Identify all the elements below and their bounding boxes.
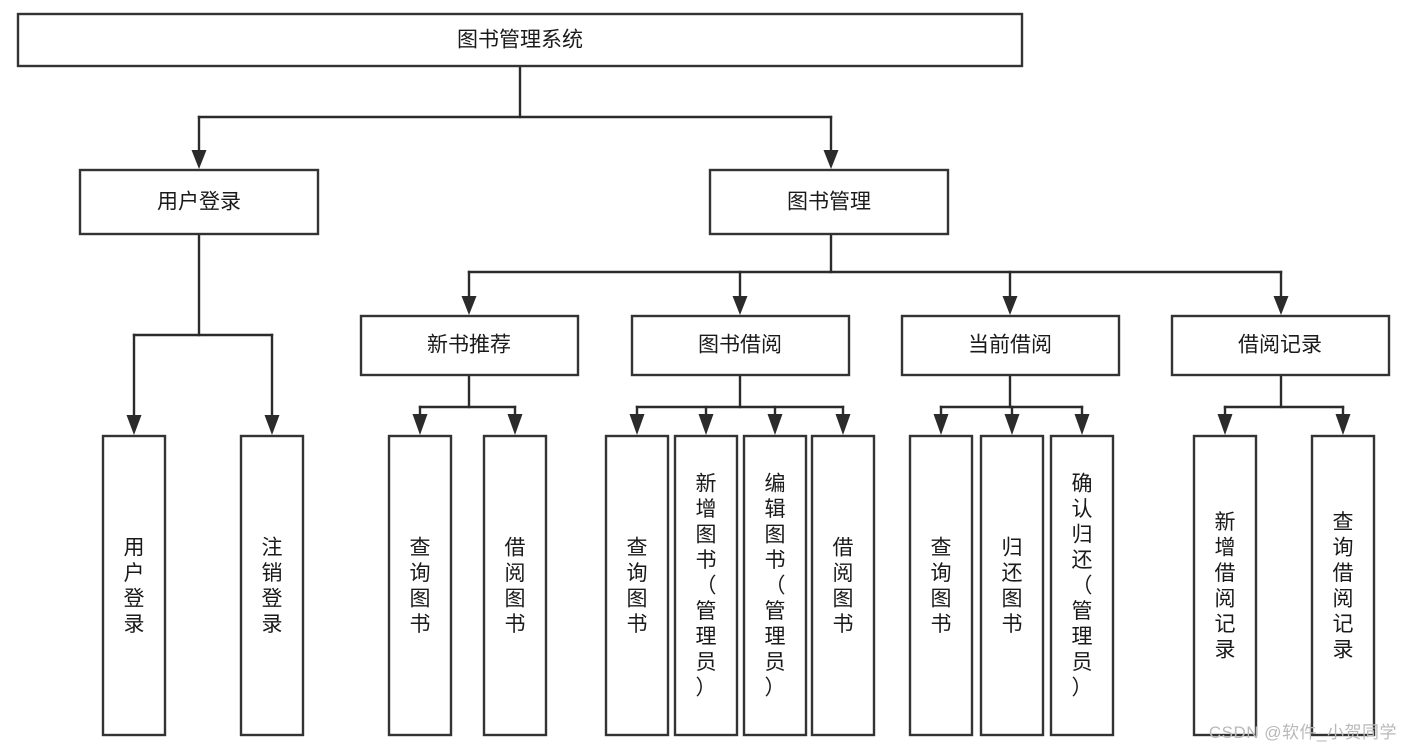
connector-group-book-borrow bbox=[629, 373, 851, 435]
connector-group-current-borrow bbox=[933, 373, 1090, 435]
arrowhead-leaf-borrow-book-2 bbox=[835, 414, 851, 435]
node-current-borrow[interactable]: 当前借阅 bbox=[900, 314, 1121, 377]
connector-group-book-manage bbox=[461, 232, 1289, 315]
node-book-manage[interactable]: 图书管理 bbox=[708, 168, 950, 236]
arrowhead-leaf-logout-login bbox=[264, 415, 280, 435]
arrowhead-leaf-return-book bbox=[1004, 414, 1020, 435]
node-leaf-add-record-label: 新增借阅记录 bbox=[1215, 511, 1236, 662]
node-leaf-add-record[interactable]: 新增借阅记录 bbox=[1192, 434, 1258, 737]
node-leaf-borrow-book-2[interactable]: 借阅图书 bbox=[810, 434, 876, 737]
node-leaf-logout-login-label: 注销登录 bbox=[262, 536, 283, 636]
node-leaf-query-book-1-label: 查询图书 bbox=[410, 536, 431, 636]
node-borrow-record-label: 借阅记录 bbox=[1238, 334, 1322, 357]
node-leaf-user-login-box[interactable] bbox=[101, 434, 167, 737]
arrowhead-book-manage bbox=[823, 150, 839, 169]
arrowhead-leaf-user-login bbox=[126, 415, 142, 435]
node-leaf-query-book-1[interactable]: 查询图书 bbox=[387, 434, 453, 737]
node-user-login-label: 用户登录 bbox=[157, 191, 241, 214]
arrowhead-current-borrow bbox=[1002, 296, 1018, 315]
node-root[interactable]: 图书管理系统 bbox=[16, 12, 1024, 68]
connector-group-new-book-recommend bbox=[412, 373, 523, 435]
node-leaf-user-login[interactable]: 用户登录 bbox=[101, 434, 167, 737]
node-leaf-query-record-label: 查询借阅记录 bbox=[1333, 511, 1354, 662]
node-leaf-add-book[interactable]: 新增图书（管理员） bbox=[673, 434, 739, 737]
node-new-book-recommend-label: 新书推荐 bbox=[427, 334, 511, 357]
arrowhead-book-borrow bbox=[732, 296, 748, 315]
arrowhead-leaf-add-record bbox=[1217, 414, 1233, 435]
node-leaf-user-login-label: 用户登录 bbox=[124, 536, 145, 636]
node-leaf-query-book-2-label: 查询图书 bbox=[627, 536, 648, 636]
arrowhead-leaf-confirm-return bbox=[1074, 414, 1090, 435]
node-leaf-logout-login[interactable]: 注销登录 bbox=[239, 434, 305, 737]
arrowhead-user-login bbox=[191, 150, 207, 169]
connector-group-root bbox=[191, 64, 839, 169]
node-leaf-confirm-return-label: 确认归还（管理员） bbox=[1072, 473, 1093, 700]
connector-group-user-login bbox=[126, 232, 280, 435]
node-leaf-return-book[interactable]: 归还图书 bbox=[979, 434, 1045, 737]
node-root-box[interactable] bbox=[16, 12, 1024, 68]
node-leaf-query-book-3[interactable]: 查询图书 bbox=[908, 434, 974, 737]
node-book-manage-box[interactable] bbox=[708, 168, 950, 236]
arrowhead-new-book-recommend bbox=[461, 296, 477, 315]
node-book-borrow-box[interactable] bbox=[630, 314, 851, 377]
arrowhead-leaf-query-book-3 bbox=[933, 414, 949, 435]
node-book-manage-label: 图书管理 bbox=[787, 191, 871, 214]
node-root-label: 图书管理系统 bbox=[457, 29, 583, 52]
node-leaf-edit-book[interactable]: 编辑图书（管理员） bbox=[742, 434, 808, 737]
node-leaf-borrow-book-1[interactable]: 借阅图书 bbox=[482, 434, 548, 737]
node-leaf-edit-book-box[interactable] bbox=[742, 434, 808, 737]
node-current-borrow-label: 当前借阅 bbox=[968, 334, 1052, 357]
node-leaf-query-book-3-label: 查询图书 bbox=[931, 536, 952, 636]
node-borrow-record-box[interactable] bbox=[1170, 314, 1391, 377]
node-new-book-recommend-box[interactable] bbox=[359, 314, 580, 377]
node-current-borrow-box[interactable] bbox=[900, 314, 1121, 377]
node-leaf-borrow-book-2-box[interactable] bbox=[810, 434, 876, 737]
node-book-borrow[interactable]: 图书借阅 bbox=[630, 314, 851, 377]
node-leaf-query-book-2[interactable]: 查询图书 bbox=[604, 434, 670, 737]
node-user-login[interactable]: 用户登录 bbox=[78, 168, 320, 236]
node-leaf-return-book-label: 归还图书 bbox=[1002, 536, 1023, 636]
node-leaf-borrow-book-2-label: 借阅图书 bbox=[833, 536, 854, 636]
arrowhead-leaf-query-book-1 bbox=[412, 414, 428, 435]
connector-group-borrow-record bbox=[1217, 373, 1351, 435]
node-leaf-query-book-3-box[interactable] bbox=[908, 434, 974, 737]
node-borrow-record[interactable]: 借阅记录 bbox=[1170, 314, 1391, 377]
node-book-borrow-label: 图书借阅 bbox=[698, 334, 782, 357]
arrowhead-leaf-add-book bbox=[698, 414, 714, 435]
node-leaf-query-record[interactable]: 查询借阅记录 bbox=[1310, 434, 1376, 737]
node-new-book-recommend[interactable]: 新书推荐 bbox=[359, 314, 580, 377]
node-leaf-confirm-return[interactable]: 确认归还（管理员） bbox=[1049, 434, 1115, 737]
arrowhead-leaf-query-record bbox=[1335, 414, 1351, 435]
node-leaf-return-book-box[interactable] bbox=[979, 434, 1045, 737]
node-leaf-add-book-box[interactable] bbox=[673, 434, 739, 737]
node-leaf-borrow-book-1-label: 借阅图书 bbox=[505, 536, 526, 636]
node-leaf-edit-book-label: 编辑图书（管理员） bbox=[765, 473, 786, 700]
node-user-login-box[interactable] bbox=[78, 168, 320, 236]
node-leaf-query-record-box[interactable] bbox=[1310, 434, 1376, 737]
arrowhead-leaf-query-book-2 bbox=[629, 414, 645, 435]
arrowhead-leaf-borrow-book-1 bbox=[507, 414, 523, 435]
arrowhead-leaf-edit-book bbox=[767, 414, 783, 435]
node-leaf-add-book-label: 新增图书（管理员） bbox=[696, 473, 717, 700]
node-leaf-add-record-box[interactable] bbox=[1192, 434, 1258, 737]
node-leaf-query-book-1-box[interactable] bbox=[387, 434, 453, 737]
node-leaf-query-book-2-box[interactable] bbox=[604, 434, 670, 737]
arrowhead-borrow-record bbox=[1273, 296, 1289, 315]
node-leaf-confirm-return-box[interactable] bbox=[1049, 434, 1115, 737]
node-leaf-borrow-book-1-box[interactable] bbox=[482, 434, 548, 737]
node-leaf-logout-login-box[interactable] bbox=[239, 434, 305, 737]
